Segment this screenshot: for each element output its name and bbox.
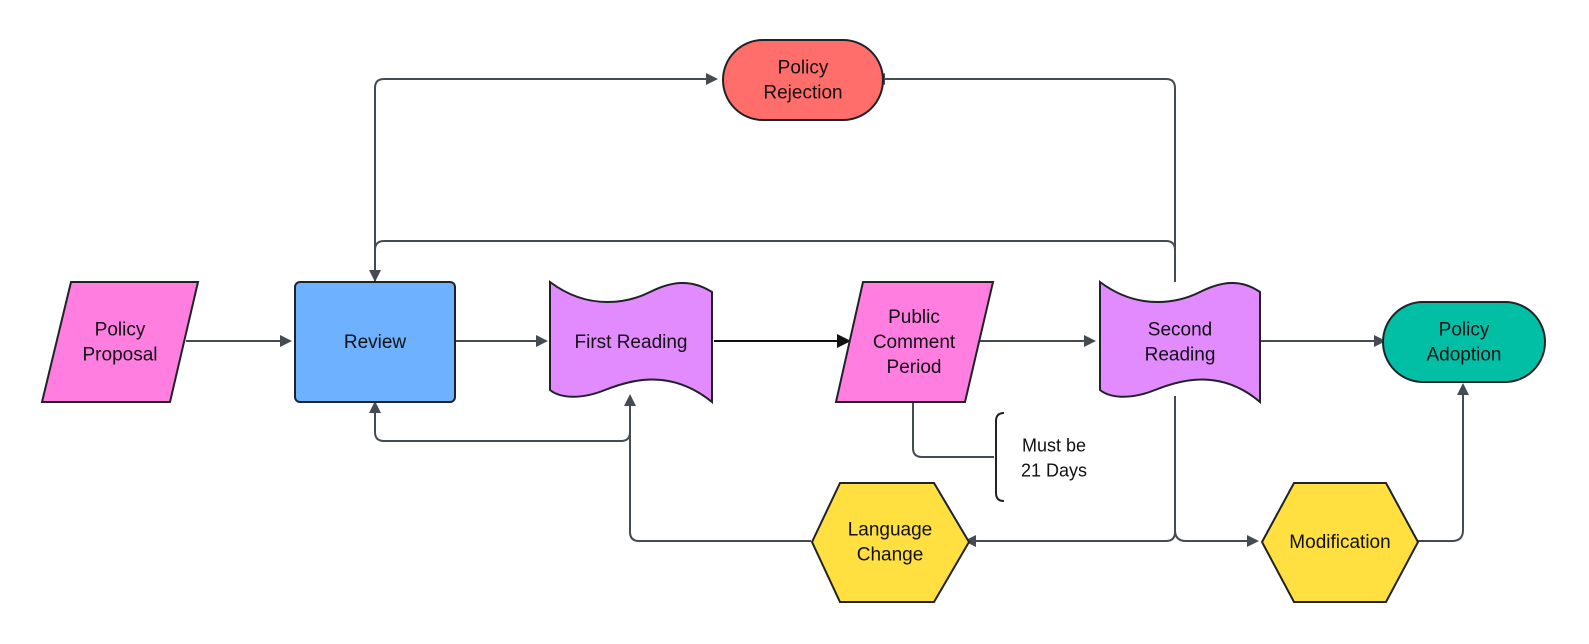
label-line: Change — [857, 545, 924, 566]
first-reading-node: First Reading — [549, 280, 713, 405]
policy-proposal-shape — [40, 281, 200, 403]
label-line: Policy — [95, 320, 146, 341]
label-line: Public — [888, 307, 940, 328]
language-change-shape — [810, 482, 971, 603]
label-line: Policy — [1439, 320, 1490, 341]
second-reading-shape — [1099, 280, 1261, 405]
label-line: Rejection — [763, 83, 842, 104]
policy-rejection-shape — [722, 39, 884, 121]
annotation-bracket — [995, 412, 1005, 502]
label-line: Language — [848, 520, 933, 541]
modification-shape — [1260, 482, 1420, 603]
public-comment-shape — [834, 281, 995, 403]
label-line: Second — [1148, 320, 1212, 341]
label-line: Must be — [1022, 436, 1086, 456]
edge-review-to-rejection — [374, 73, 718, 282]
edge-language-change-to-first-reading — [624, 394, 811, 542]
first-reading-label: First Reading — [575, 332, 688, 353]
edge-second-reading-to-review — [369, 240, 1176, 282]
label-line: Comment — [873, 332, 956, 353]
review-label: Review — [344, 332, 407, 353]
edge-second-reading-to-modification — [1174, 529, 1259, 547]
label-line: Period — [887, 357, 942, 378]
modification-label: Modification — [1289, 532, 1390, 553]
edge-modification-to-adoption — [1414, 383, 1469, 542]
label-line: Modification — [1289, 532, 1390, 553]
first-reading-shape — [549, 280, 713, 405]
label-line: First Reading — [575, 332, 688, 353]
label-line: Policy — [778, 58, 829, 79]
edge-second-reading-to-rejection — [873, 73, 1176, 282]
review-shape — [294, 281, 456, 403]
policy-adoption-shape — [1382, 301, 1546, 383]
annotation-label: Must be 21 Days — [1021, 436, 1087, 481]
annotation-note: Must be 21 Days — [1021, 436, 1087, 481]
modification-node: Modification — [1260, 482, 1420, 603]
label-line: Reading — [1145, 345, 1216, 366]
label-line: Adoption — [1426, 345, 1501, 366]
label-line: 21 Days — [1021, 461, 1087, 481]
label-line: Review — [344, 332, 407, 353]
review-node: Review — [294, 281, 456, 403]
edge-first-reading-to-review — [369, 401, 631, 442]
label-line: Proposal — [83, 345, 158, 366]
edge-public-comment-to-note — [912, 402, 994, 458]
edges — [186, 73, 1469, 547]
